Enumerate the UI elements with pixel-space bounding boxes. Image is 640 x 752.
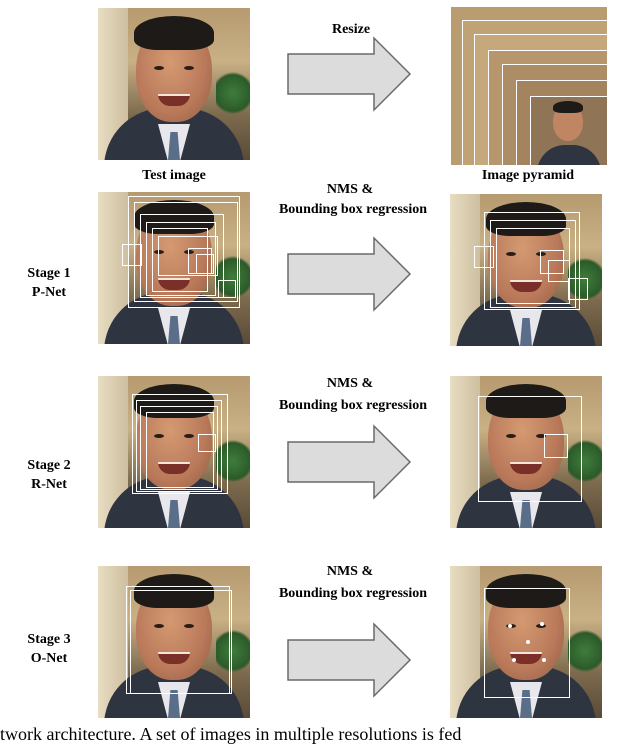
resize-label: Resize [331, 22, 371, 37]
candidate-box [140, 214, 224, 298]
stage-1-output-image [450, 194, 602, 346]
candidate-box [122, 244, 142, 266]
candidate-box [196, 254, 214, 274]
landmark-nose [526, 640, 530, 644]
candidate-box [158, 236, 218, 276]
image-pyramid-label: Image pyramid [481, 168, 575, 183]
stage-1-label: Stage 1 P-Net [14, 264, 84, 302]
candidate-box [484, 212, 580, 310]
stage-2-arrow [287, 424, 412, 500]
stage-3-output-image [450, 566, 602, 718]
stage-3-input-image [98, 566, 250, 718]
candidate-box [540, 250, 564, 274]
candidate-box [490, 220, 576, 308]
candidate-box [146, 412, 214, 488]
candidate-box [544, 434, 568, 458]
stage-3-op-line2: Bounding box regression [278, 586, 428, 601]
stage-1-arrow [287, 236, 412, 312]
candidate-box [568, 278, 588, 300]
landmark-left-eye [508, 624, 512, 628]
candidate-box [478, 396, 582, 502]
landmark-mouth-left [512, 658, 516, 662]
stage-1-input-image [98, 192, 250, 344]
candidate-box [198, 434, 216, 452]
stage-3-op-line1: NMS & [326, 564, 374, 579]
resize-arrow [287, 36, 412, 112]
candidate-box [548, 260, 570, 282]
stage-2-input-image [98, 376, 250, 528]
candidate-box [132, 394, 228, 494]
stage-1-op-line1: NMS & [326, 182, 374, 197]
stage-2-op-line1: NMS & [326, 376, 374, 391]
stage-2-op-line2: Bounding box regression [278, 398, 428, 413]
stage-2-output-image [450, 376, 602, 528]
candidate-box [218, 280, 236, 298]
candidate-box [130, 590, 232, 694]
candidate-box [136, 400, 222, 492]
stage-1-net: P-Net [31, 285, 67, 300]
stage-1-name: Stage 1 [27, 266, 71, 281]
candidate-box [128, 196, 240, 308]
stage-2-net: R-Net [31, 477, 67, 492]
test-image-label: Test image [142, 168, 206, 183]
stage-1-op-line2: Bounding box regression [278, 202, 428, 217]
stage-3-net: O-Net [30, 651, 68, 666]
candidate-box [140, 406, 218, 490]
stage-3-label: Stage 3 O-Net [14, 630, 84, 668]
stage-2-label: Stage 2 R-Net [14, 456, 84, 494]
landmark-mouth-right [542, 658, 546, 662]
image-pyramid [450, 6, 608, 166]
candidate-box [474, 246, 494, 268]
candidate-box [134, 202, 238, 302]
stage-3-name: Stage 3 [27, 632, 71, 647]
landmark-right-eye [540, 622, 544, 626]
stage-2-name: Stage 2 [27, 458, 71, 473]
candidate-box [152, 228, 208, 292]
figure-caption: twork architecture. A set of images in m… [0, 724, 462, 744]
candidate-box [146, 222, 216, 296]
test-image [98, 8, 250, 160]
final-box [484, 588, 570, 698]
stage-3-arrow [287, 622, 412, 698]
